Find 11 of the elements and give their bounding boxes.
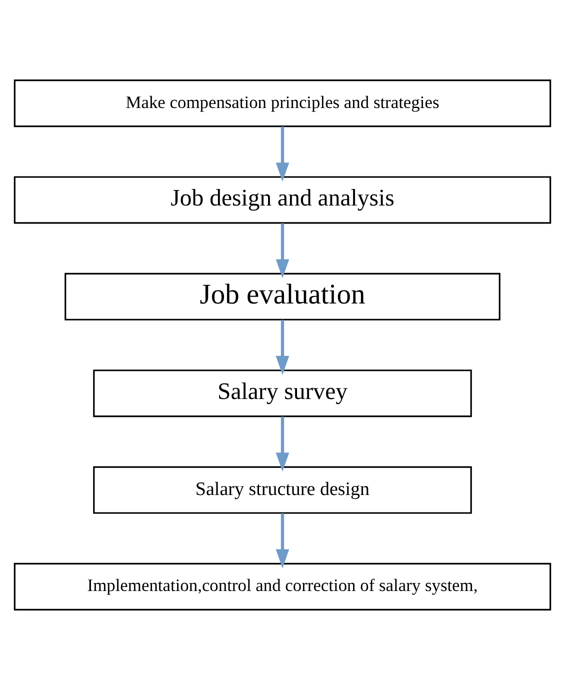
arrow [276,416,290,472]
node-box: Job design and analysis [14,176,552,224]
arrow [276,319,290,374]
node-box: Job evaluation [64,272,500,320]
arrow [276,512,290,568]
node-box: Make compensation principles and strategies [14,79,552,127]
node-box: Implementation,control and correction of salary system, [14,562,552,610]
arrow [276,126,290,182]
arrow [276,222,290,278]
node-box: Salary structure design [93,466,472,514]
node-box: Salary survey [93,369,472,417]
